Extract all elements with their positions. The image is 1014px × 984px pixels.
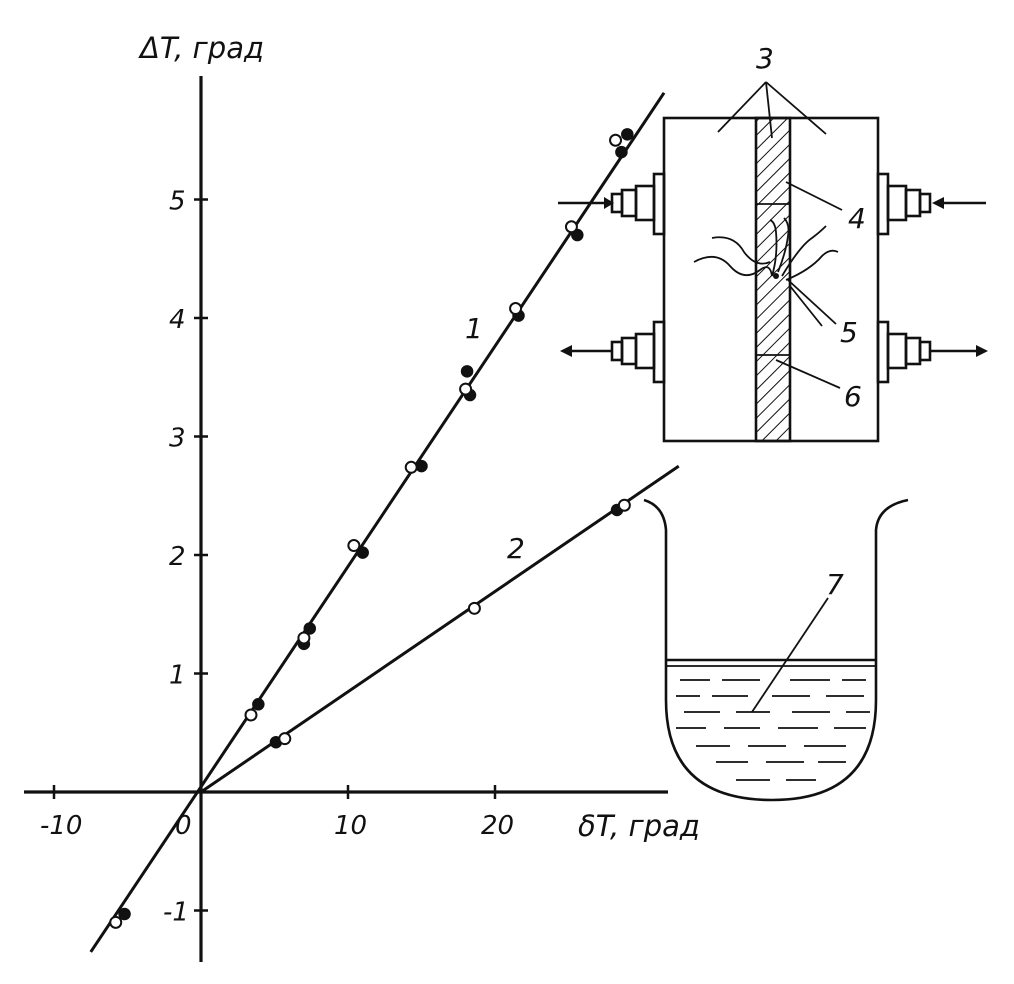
- leader-lines: [717, 81, 843, 389]
- label-4: 4: [848, 202, 866, 235]
- data-point-filled: [118, 907, 131, 921]
- x-tick-label: 20: [481, 811, 514, 841]
- label-6: 6: [844, 380, 862, 413]
- x-axis-label: δT, град: [578, 809, 700, 843]
- data-point-open: [404, 460, 418, 474]
- data-point-filled: [415, 459, 428, 473]
- y-tick-label: -1: [163, 898, 189, 928]
- data-point-filled: [252, 698, 265, 711]
- data-point-open: [109, 915, 123, 929]
- data-point-open: [609, 133, 623, 147]
- liquid-dashes: [676, 679, 870, 781]
- nozzle-right-upper: [876, 172, 986, 236]
- y-tick-label: 1: [169, 661, 186, 691]
- data-point-filled: [356, 546, 369, 559]
- data-point-open: [509, 302, 523, 316]
- nozzle-right-lower: [876, 320, 988, 384]
- label-7: 7: [826, 568, 844, 601]
- y-ticks: -1 1 2 3 4 5: [163, 187, 208, 928]
- data-point-open: [278, 732, 292, 746]
- label-5: 5: [840, 316, 858, 349]
- series-label-1: 1: [465, 312, 483, 345]
- data-point-filled: [615, 145, 628, 159]
- arrow-out-left-icon: [560, 345, 572, 357]
- data-point-open: [459, 382, 473, 396]
- thermocouple-wires: [693, 217, 839, 281]
- x-tick-label: 10: [334, 811, 367, 841]
- data-point-open: [244, 708, 258, 722]
- data-point-filled: [460, 365, 474, 378]
- series-points: [109, 128, 634, 929]
- y-tick-label: 2: [169, 542, 186, 572]
- y-tick-label: 5: [169, 187, 186, 217]
- dewar-vessel-diagram: 7: [643, 498, 909, 802]
- label-3: 3: [756, 42, 774, 75]
- y-axis-label: ΔT, град: [138, 31, 264, 65]
- arrow-out-right-icon: [976, 345, 988, 357]
- y-tick-label: 3: [169, 424, 186, 454]
- x-tick-label: -10: [40, 811, 82, 841]
- series-line-1: [89, 92, 666, 953]
- nozzle-left-upper: [558, 172, 666, 236]
- membrane-hatched: [754, 116, 792, 443]
- arrow-in-right-icon: [932, 197, 944, 209]
- data-point-open: [617, 498, 631, 512]
- data-point-open: [467, 601, 481, 615]
- arrow-in-left-icon: [604, 197, 614, 209]
- series-label-2: 2: [507, 532, 525, 565]
- data-point-open: [297, 631, 311, 645]
- leader-line-7: [751, 597, 829, 713]
- y-tick-label: 4: [169, 305, 186, 335]
- data-point-open: [347, 539, 361, 553]
- apparatus-cell-diagram: 3 4 5 6: [558, 42, 988, 443]
- data-point-filled: [621, 128, 634, 141]
- data-point-open: [564, 220, 578, 234]
- nozzle-left-lower: [560, 320, 666, 384]
- data-point-filled: [303, 622, 317, 635]
